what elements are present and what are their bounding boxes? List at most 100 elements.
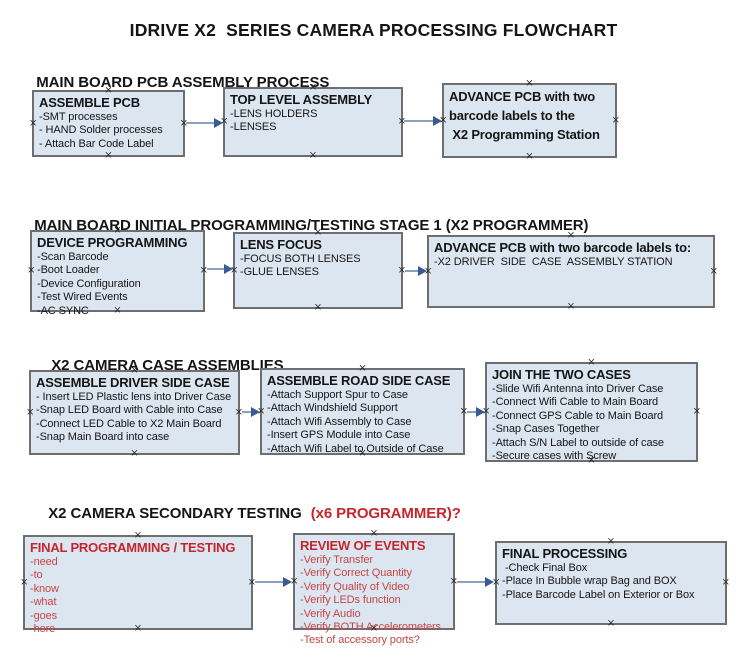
connection-handle-icon: × bbox=[709, 265, 718, 277]
flow-box-advance-pcb-driver-side-station: ADVANCE PCB with two barcode labels to: … bbox=[424, 231, 718, 312]
flow-box-final-processing: FINAL PROCESSING -Check Final Box -Place… bbox=[492, 537, 730, 629]
box-line: -Snap Main Board into case bbox=[36, 431, 170, 444]
box-title: ASSEMBLE PCB bbox=[39, 95, 140, 110]
box-line: -Connect LED Cable to X2 Main Board bbox=[36, 417, 222, 430]
flow-arrow bbox=[457, 577, 494, 587]
box-line: -AC SYNC bbox=[37, 304, 89, 317]
connection-handle-icon: × bbox=[525, 151, 534, 162]
box-line: -Verify LEDs function bbox=[300, 594, 401, 607]
flow-arrow bbox=[255, 577, 292, 587]
box-title: ADVANCE PCB with two bbox=[449, 89, 595, 104]
box-line: -Attach Wifi Label to Outside of Case bbox=[267, 442, 444, 455]
box-line: -Attach Wifi Assembly to Case bbox=[267, 415, 412, 428]
box-title: barcode labels to the bbox=[449, 108, 575, 123]
flow-arrow bbox=[186, 118, 223, 128]
box-line: -Verify Quality of Video bbox=[300, 580, 410, 593]
connection-handle-icon: × bbox=[313, 302, 323, 313]
box-line: -GLUE LENSES bbox=[240, 266, 319, 279]
flow-box-join-the-two-cases: JOIN THE TWO CASES -Slide Wifi Antenna i… bbox=[482, 358, 701, 466]
box-title: ASSEMBLE DRIVER SIDE CASE bbox=[36, 375, 230, 390]
box-line: -goes bbox=[30, 609, 58, 622]
section-heading-case-assemblies: X2 CAMERA CASE ASSEMBLIES bbox=[35, 340, 284, 391]
box-line: -Connect Wifi Cable to Main Board bbox=[492, 396, 659, 409]
flow-box-device-programming: DEVICE PROGRAMMING -Scan Barcode -Boot L… bbox=[27, 226, 208, 317]
flow-box-assemble-pcb: ASSEMBLE PCB -SMT processes - HAND Solde… bbox=[29, 86, 188, 161]
section-heading-text: MAIN BOARD PCB ASSEMBLY PROCESS bbox=[36, 74, 330, 91]
box-title: DEVICE PROGRAMMING bbox=[37, 235, 188, 250]
connection-handle-icon: × bbox=[130, 448, 139, 459]
flow-box-assemble-driver-side-case: ASSEMBLE DRIVER SIDE CASE - Insert LED P… bbox=[26, 366, 243, 459]
box-line: -Verify Transfer bbox=[300, 554, 373, 566]
box-line: -Attach Support Spur to Case bbox=[267, 389, 408, 401]
connection-handle-icon: × bbox=[692, 406, 701, 417]
box-line: -Insert GPS Module into Case bbox=[267, 429, 411, 442]
box-line: -Snap Cases Together bbox=[492, 423, 600, 436]
box-line: -Place Barcode Label on Exterior or Box bbox=[502, 588, 695, 601]
section-heading-text: MAIN BOARD INITIAL PROGRAMMING/TESTING S… bbox=[34, 217, 589, 234]
section-heading-pcb-assembly: MAIN BOARD PCB ASSEMBLY PROCESS bbox=[20, 57, 329, 108]
box-line: -Connect GPS Cable to Main Board bbox=[492, 409, 664, 422]
connection-handle-icon: × bbox=[566, 301, 576, 312]
box-title: REVIEW OF EVENTS bbox=[300, 538, 426, 553]
box-title: X2 Programming Station bbox=[449, 127, 600, 142]
box-line: - Attach Bar Code Label bbox=[39, 137, 154, 150]
box-title: FINAL PROGRAMMING / TESTING bbox=[30, 540, 236, 555]
connection-handle-icon: × bbox=[29, 117, 38, 129]
flow-box-review-of-events: REVIEW OF EVENTS -Verify Transfer -Verif… bbox=[290, 529, 458, 647]
section-heading-secondary-testing: X2 CAMERA SECONDARY TESTING (x6 PROGRAMME… bbox=[32, 488, 461, 539]
box-line: -LENS HOLDERS bbox=[230, 108, 318, 120]
box-title: TOP LEVEL ASSEMBLY bbox=[230, 92, 373, 107]
box-line: -Verify Audio bbox=[300, 607, 361, 620]
connection-handle-icon: × bbox=[721, 577, 730, 588]
box-line: -what bbox=[30, 596, 57, 609]
flow-box-advance-pcb-programming-station: ADVANCE PCB with two barcode labels to t… bbox=[439, 79, 620, 162]
box-line: -Attach S/N Label to outside of case bbox=[492, 436, 664, 449]
section-heading-text: X2 CAMERA CASE ASSEMBLIES bbox=[51, 357, 284, 374]
box-line: - Insert LED Plastic lens into Driver Ca… bbox=[36, 391, 232, 403]
box-line: -to bbox=[30, 569, 43, 582]
flow-arrow bbox=[404, 116, 442, 126]
box-line: -Attach Windshield Support bbox=[267, 402, 398, 415]
box-line: -Snap LED Board with Cable into Case bbox=[36, 404, 223, 417]
box-line: -Scan Barcode bbox=[37, 251, 109, 263]
connection-handle-icon: × bbox=[611, 114, 620, 126]
box-line: -Place In Bubble wrap Bag and BOX bbox=[502, 575, 677, 588]
connection-handle-icon: × bbox=[20, 576, 29, 588]
flow-arrow bbox=[207, 264, 233, 274]
box-line: -Slide Wifi Antenna into Driver Case bbox=[492, 383, 664, 395]
box-line: -Verify BOTH Accelerometers bbox=[300, 621, 441, 634]
box-line: -Verify Correct Quantity bbox=[300, 567, 412, 580]
flow-box-lens-focus: LENS FOCUS -FOCUS BOTH LENSES -GLUE LENS… bbox=[230, 228, 406, 313]
box-line: -Boot Loader bbox=[37, 264, 100, 277]
box-title: ADVANCE PCB with two barcode labels to: bbox=[434, 240, 692, 255]
flow-box-top-level-assembly: TOP LEVEL ASSEMBLY -LENS HOLDERS -LENSES… bbox=[220, 83, 406, 161]
box-line: -LENSES bbox=[230, 121, 277, 134]
box-line: -know bbox=[30, 582, 59, 595]
section-heading-red-suffix: (x6 PROGRAMMER)? bbox=[310, 505, 461, 522]
connection-handle-icon: × bbox=[26, 406, 35, 418]
flow-arrow bbox=[242, 407, 260, 417]
connection-handle-icon: × bbox=[308, 150, 318, 161]
flow-arrow bbox=[467, 407, 485, 417]
box-line: - HAND Solder processes bbox=[39, 124, 163, 137]
connection-handle-icon: × bbox=[104, 150, 113, 161]
box-line: -SMT processes bbox=[39, 111, 118, 123]
box-title: LENS FOCUS bbox=[240, 237, 322, 252]
page-title: IDRIVE X2 SERIES CAMERA PROCESSING FLOWC… bbox=[129, 20, 618, 40]
box-line: -here bbox=[30, 623, 56, 636]
flow-arrow bbox=[405, 266, 427, 276]
box-line: -Device Configuration bbox=[37, 277, 141, 290]
section-heading-initial-programming: MAIN BOARD INITIAL PROGRAMMING/TESTING S… bbox=[18, 200, 588, 251]
box-line: -need bbox=[30, 556, 58, 568]
box-line: -Test Wired Events bbox=[37, 291, 128, 304]
box-line: -Check Final Box bbox=[502, 562, 588, 574]
box-title: JOIN THE TWO CASES bbox=[492, 367, 631, 382]
flow-box-final-programming-testing: FINAL PROGRAMMING / TESTING -need -to -k… bbox=[20, 531, 256, 636]
connection-handle-icon: × bbox=[397, 116, 406, 127]
section-heading-text: X2 CAMERA SECONDARY TESTING bbox=[48, 505, 302, 522]
connection-handle-icon: × bbox=[606, 618, 616, 629]
box-line: -Test of accessory ports? bbox=[300, 634, 420, 647]
box-title: FINAL PROCESSING bbox=[502, 546, 628, 561]
box-line: -Secure cases with Screw bbox=[492, 450, 617, 463]
